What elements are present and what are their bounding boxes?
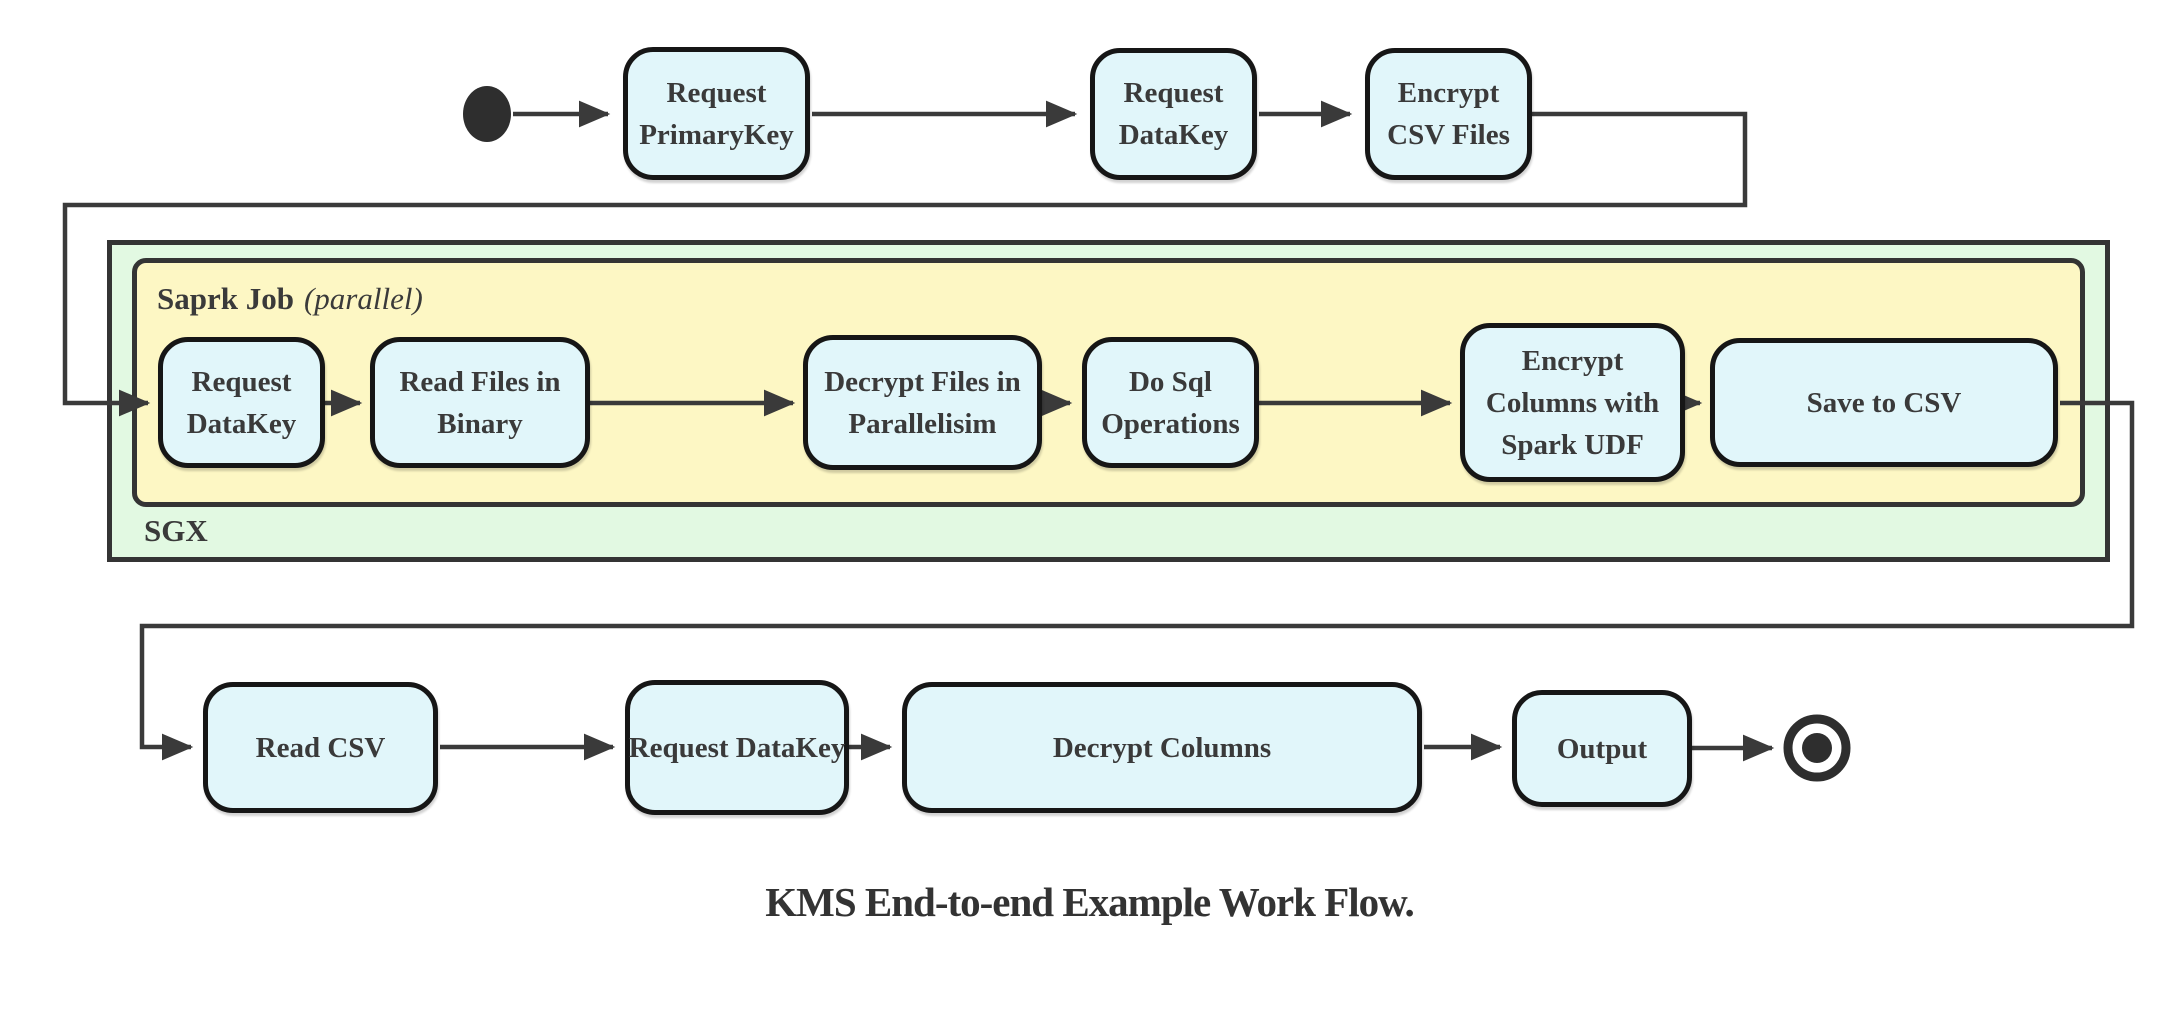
activity-label-line: Request (191, 365, 292, 398)
spark-job-label-title: Saprk Job (157, 281, 294, 316)
activity-decrypt-columns: Decrypt Columns (902, 682, 1422, 813)
end-node-ring (1783, 714, 1851, 782)
activity-label-line: Output (1556, 732, 1648, 765)
activity-read-csv: Read CSV (203, 682, 438, 813)
diagram-caption: KMS End-to-end Example Work Flow. (765, 879, 1415, 925)
activity-label-line: DataKey (186, 407, 297, 440)
activity-label-line: Do Sql (1128, 365, 1212, 398)
activity-label-line: Request DataKey (628, 731, 846, 764)
activity-encrypt-columns-with-spark-udf: Encrypt Columns with Spark UDF (1460, 323, 1685, 482)
activity-label-line: Columns with (1485, 386, 1660, 419)
activity-label-line: Binary (437, 407, 523, 440)
activity-read-files-in-binary: Read Files in Binary (370, 337, 590, 468)
activity-encrypt-csv-files: Encrypt CSV Files (1365, 48, 1532, 180)
activity-label-line: PrimaryKey (639, 118, 794, 151)
activity-request-datakey-top: Request DataKey (1090, 48, 1257, 180)
spark-job-label-qualifier: (parallel) (303, 281, 423, 316)
activity-save-to-csv: Save to CSV (1710, 338, 2058, 467)
activity-label-line: Read CSV (255, 731, 386, 764)
activity-label-line: Encrypt (1521, 344, 1624, 377)
activity-decrypt-files-in-parallelisim: Decrypt Files in Parallelisim (803, 335, 1042, 470)
spark-job-label: Saprk Job (parallel) (157, 281, 423, 317)
activity-label-line: Spark UDF (1501, 428, 1644, 461)
activity-label-line: Request (666, 76, 767, 109)
activity-label-line: Encrypt (1397, 77, 1500, 109)
activity-request-datakey-bottom: Request DataKey (625, 680, 849, 815)
activity-label-line: Request (1123, 77, 1224, 109)
activity-label-line: Parallelisim (848, 407, 997, 440)
activity-sgx-request-datakey: Request DataKey (158, 337, 325, 468)
activity-label-line: DataKey (1118, 119, 1229, 151)
activity-label-line: CSV Files (1387, 119, 1510, 151)
activity-label-line: Save to CSV (1806, 386, 1962, 419)
activity-label-line: Read Files in (399, 365, 561, 398)
start-node (463, 86, 511, 142)
sgx-label: SGX (144, 513, 208, 548)
activity-do-sql-operations: Do Sql Operations (1082, 337, 1259, 468)
activity-label-line: Decrypt Columns (1052, 731, 1272, 764)
activity-label-line: Decrypt Files in (824, 365, 1021, 398)
activity-request-primarykey: Request PrimaryKey (623, 47, 810, 180)
activity-label-line: Operations (1101, 407, 1240, 440)
end-node-dot (1802, 733, 1832, 763)
activity-output: Output (1512, 690, 1692, 807)
